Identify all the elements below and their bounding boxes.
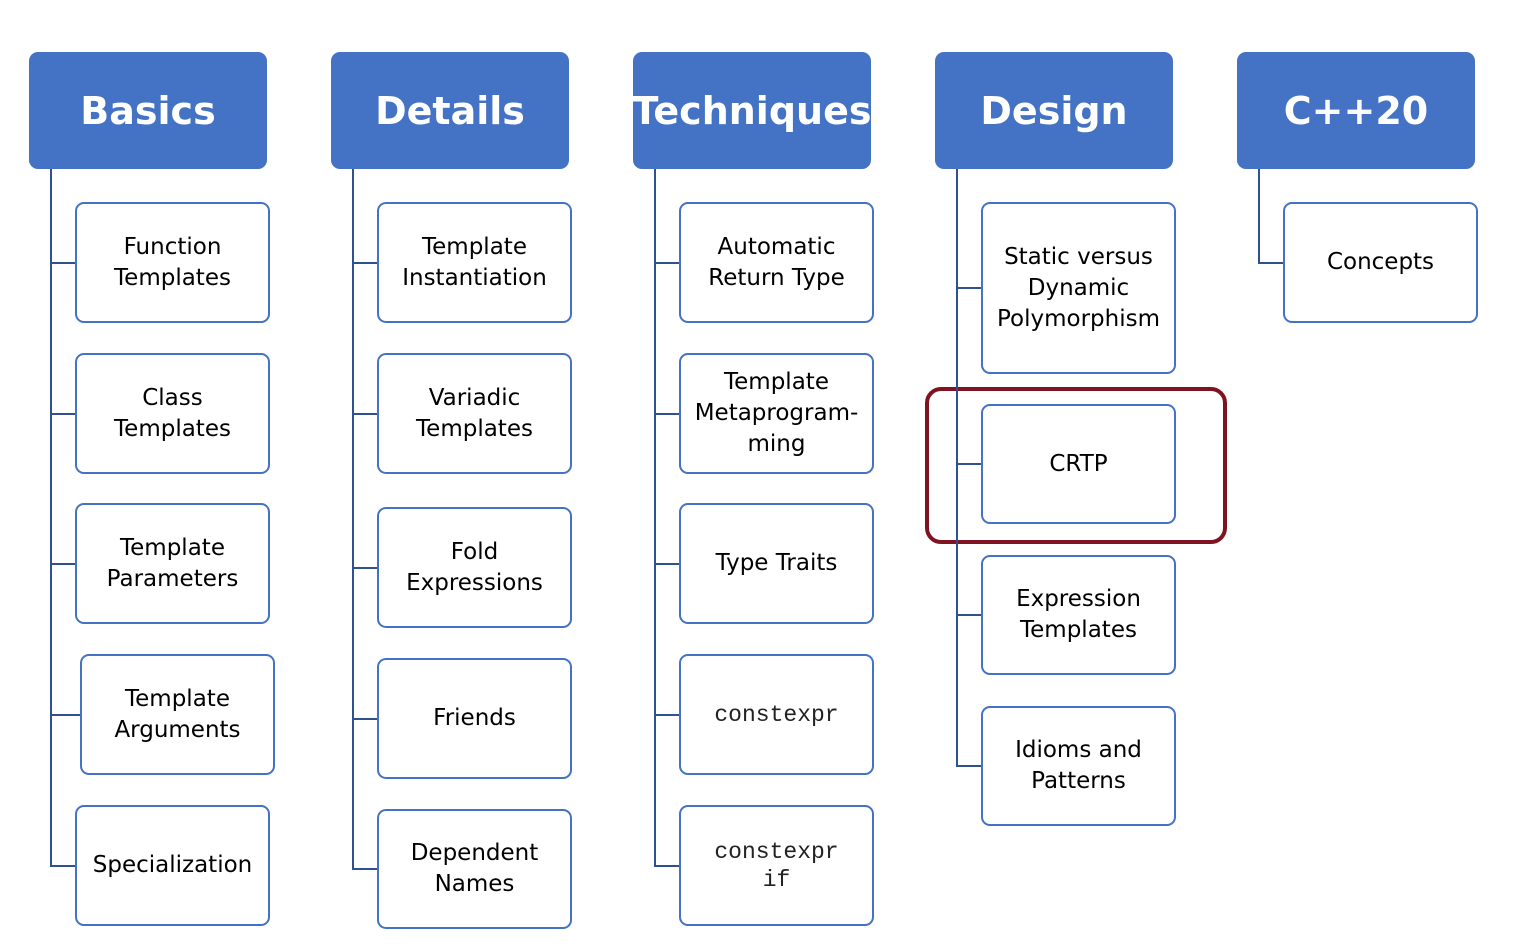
connector-techniques-1 (655, 413, 679, 415)
topic-box-function-templates: Function Templates (75, 202, 270, 323)
connector-cplusplus20-0 (1259, 262, 1283, 264)
topic-box-dependent-names: Dependent Names (377, 809, 572, 929)
connector-techniques-0 (655, 262, 679, 264)
topic-box-template-parameters: Template Parameters (75, 503, 270, 624)
connector-basics-1 (51, 413, 75, 415)
topic-box-expression-templates: Expression Templates (981, 555, 1176, 675)
topic-box-constexpr-if: constexpr if (679, 805, 874, 926)
topic-box-template-metaprogram-ming: Template Metaprogram- ming (679, 353, 874, 474)
spine-cplusplus20 (1258, 169, 1260, 264)
topic-box-class-templates: Class Templates (75, 353, 270, 474)
connector-details-2 (353, 567, 377, 569)
connector-techniques-4 (655, 865, 679, 867)
connector-design-0 (957, 287, 981, 289)
connector-basics-2 (51, 563, 75, 565)
connector-techniques-3 (655, 714, 679, 716)
connector-basics-0 (51, 262, 75, 264)
column-header-techniques: Techniques (633, 52, 871, 169)
connector-details-0 (353, 262, 377, 264)
spine-details (352, 169, 354, 870)
topic-box-type-traits: Type Traits (679, 503, 874, 624)
crtp-highlight-frame (925, 387, 1227, 544)
spine-basics (50, 169, 52, 867)
topic-box-template-instantiation: Template Instantiation (377, 202, 572, 323)
connector-basics-4 (51, 865, 75, 867)
column-header-details: Details (331, 52, 569, 169)
spine-design (956, 169, 958, 767)
topic-box-specialization: Specialization (75, 805, 270, 926)
connector-basics-3 (51, 714, 80, 716)
column-header-design: Design (935, 52, 1173, 169)
topic-box-fold-expressions: Fold Expressions (377, 507, 572, 628)
connector-design-2 (957, 614, 981, 616)
topic-box-template-arguments: Template Arguments (80, 654, 275, 775)
connector-techniques-2 (655, 563, 679, 565)
connector-design-3 (957, 765, 981, 767)
topic-box-idioms-and-patterns: Idioms and Patterns (981, 706, 1176, 826)
topic-box-variadic-templates: Variadic Templates (377, 353, 572, 474)
column-header-cplusplus20: C++20 (1237, 52, 1475, 169)
connector-details-4 (353, 868, 377, 870)
topic-box-concepts: Concepts (1283, 202, 1478, 323)
column-header-basics: Basics (29, 52, 267, 169)
topic-box-crtp: CRTP (981, 404, 1176, 524)
topic-box-constexpr: constexpr (679, 654, 874, 775)
topic-box-automatic-return-type: Automatic Return Type (679, 202, 874, 323)
topic-box-static-versus-dynamic-polymorphism: Static versus Dynamic Polymorphism (981, 202, 1176, 374)
connector-details-1 (353, 413, 377, 415)
spine-techniques (654, 169, 656, 867)
topic-box-friends: Friends (377, 658, 572, 779)
connector-design-1 (957, 463, 981, 465)
connector-details-3 (353, 718, 377, 720)
